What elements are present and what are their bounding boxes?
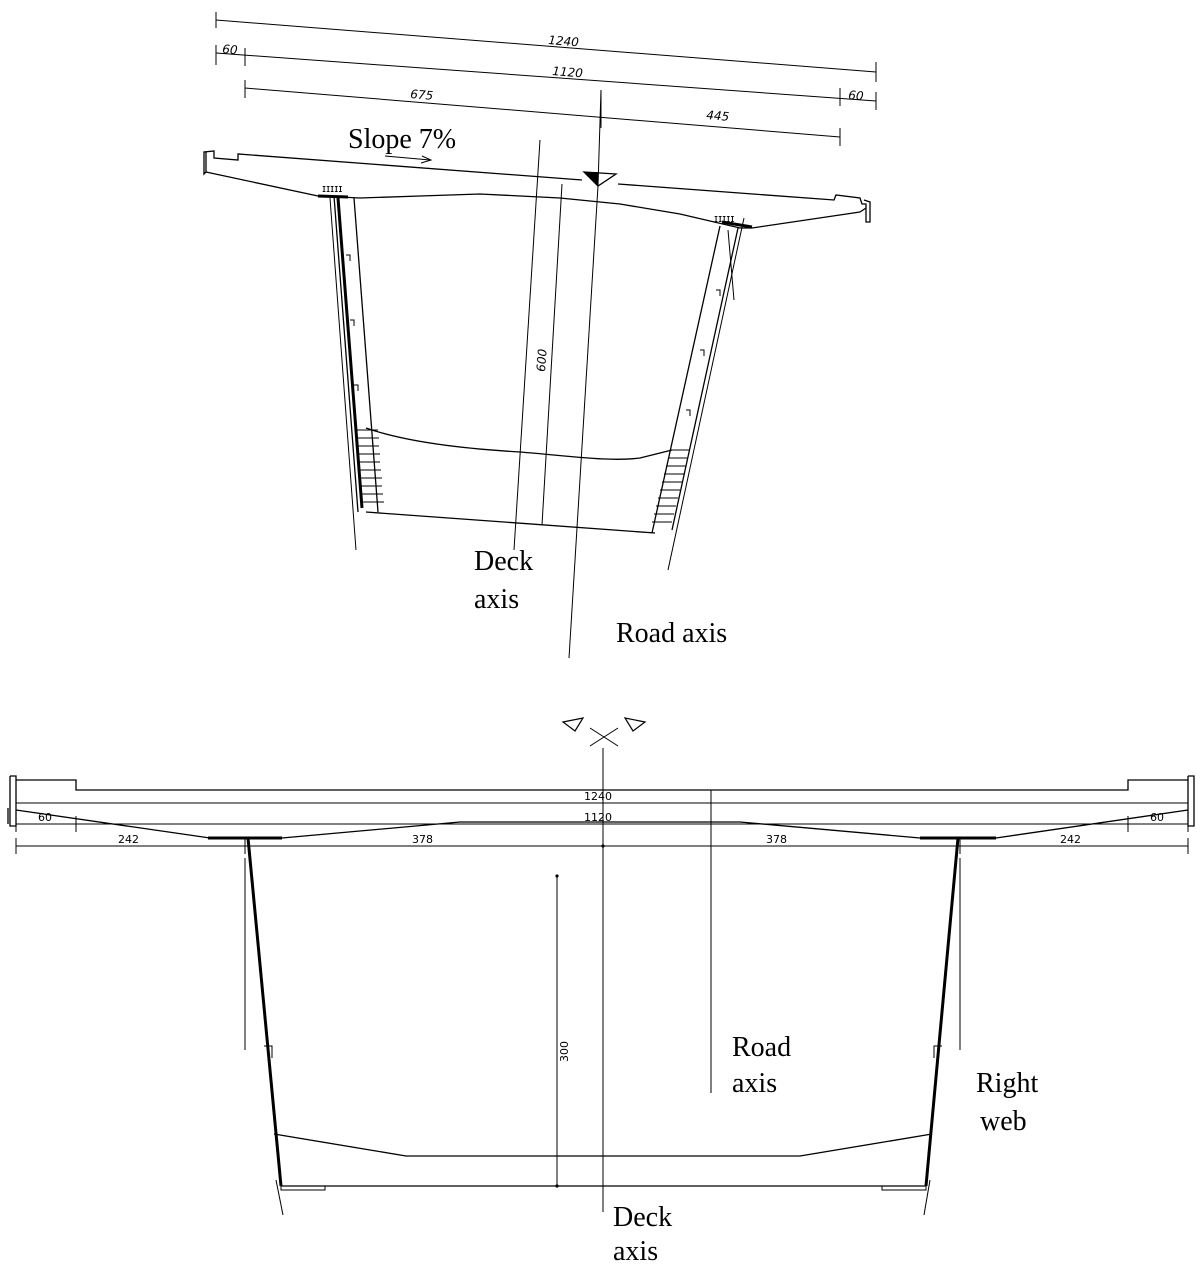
bottom-deck-axis-label-1: Deck: [613, 1202, 672, 1233]
road-axis-marker-icon: [582, 171, 618, 187]
top-dim-overall: 1240: [548, 33, 580, 49]
slope-label: Slope 7%: [348, 124, 456, 155]
bottom-dim-seg1: 242: [118, 833, 139, 846]
top-web-rebar: [346, 254, 721, 523]
bottom-dim-seg4: 242: [1060, 833, 1081, 846]
top-deck-axis-lines: [513, 89, 602, 659]
bottom-dim-seg3: 378: [766, 833, 787, 846]
bottom-axis-lines: [555, 748, 712, 1212]
top-deck-axis-label-1: Deck: [474, 546, 533, 577]
top-deck-axis-label-2: axis: [474, 584, 519, 615]
top-deck-slab: [203, 150, 871, 229]
bottom-dim-right-edge: 60: [1150, 811, 1164, 824]
bottom-left-web: [244, 837, 284, 1216]
bottom-dim-overall: 1240: [584, 790, 612, 803]
slope-arrow-icon: [384, 155, 433, 164]
top-right-web: ɪɪɪɪɪ: [651, 212, 745, 571]
right-web-label-1: Right: [976, 1068, 1038, 1099]
bottom-deck-slab: [7, 775, 1195, 840]
bottom-right-web: [923, 837, 961, 1216]
top-left-web: ɪɪɪɪɪ: [322, 182, 379, 551]
bottom-dim-seg2: 378: [412, 833, 433, 846]
top-dim-right-edge: 60: [848, 88, 865, 103]
bottom-dim-height: 300: [558, 1041, 571, 1062]
bottom-road-axis-label-1: Road: [732, 1032, 791, 1063]
right-web-label-2: web: [980, 1106, 1027, 1137]
bottom-road-axis-label-2: axis: [732, 1068, 777, 1099]
top-dim-left-part: 675: [410, 87, 434, 103]
top-bottom-slab: [365, 427, 673, 534]
top-road-axis-label: Road axis: [616, 618, 727, 649]
top-dimension-lines: [215, 12, 877, 146]
symmetry-marker-icon: [561, 717, 647, 747]
top-cross-section: 1240 60 1120 60 675 445 Slope 7%: [203, 12, 877, 659]
bottom-dim-inner: 1120: [584, 811, 612, 824]
top-dim-height: 600: [534, 348, 550, 372]
bottom-deck-axis-label-2: axis: [613, 1236, 658, 1265]
top-right-rebar-top: ɪɪɪɪɪ: [714, 212, 734, 225]
top-dim-right-part: 445: [706, 108, 730, 124]
top-left-rebar-top: ɪɪɪɪɪ: [322, 182, 342, 195]
bottom-cross-section: 1240 60 1120 60 242 378 378 242: [7, 717, 1195, 1265]
top-dim-left-edge: 60: [222, 42, 239, 57]
top-dim-inner: 1120: [552, 64, 584, 80]
